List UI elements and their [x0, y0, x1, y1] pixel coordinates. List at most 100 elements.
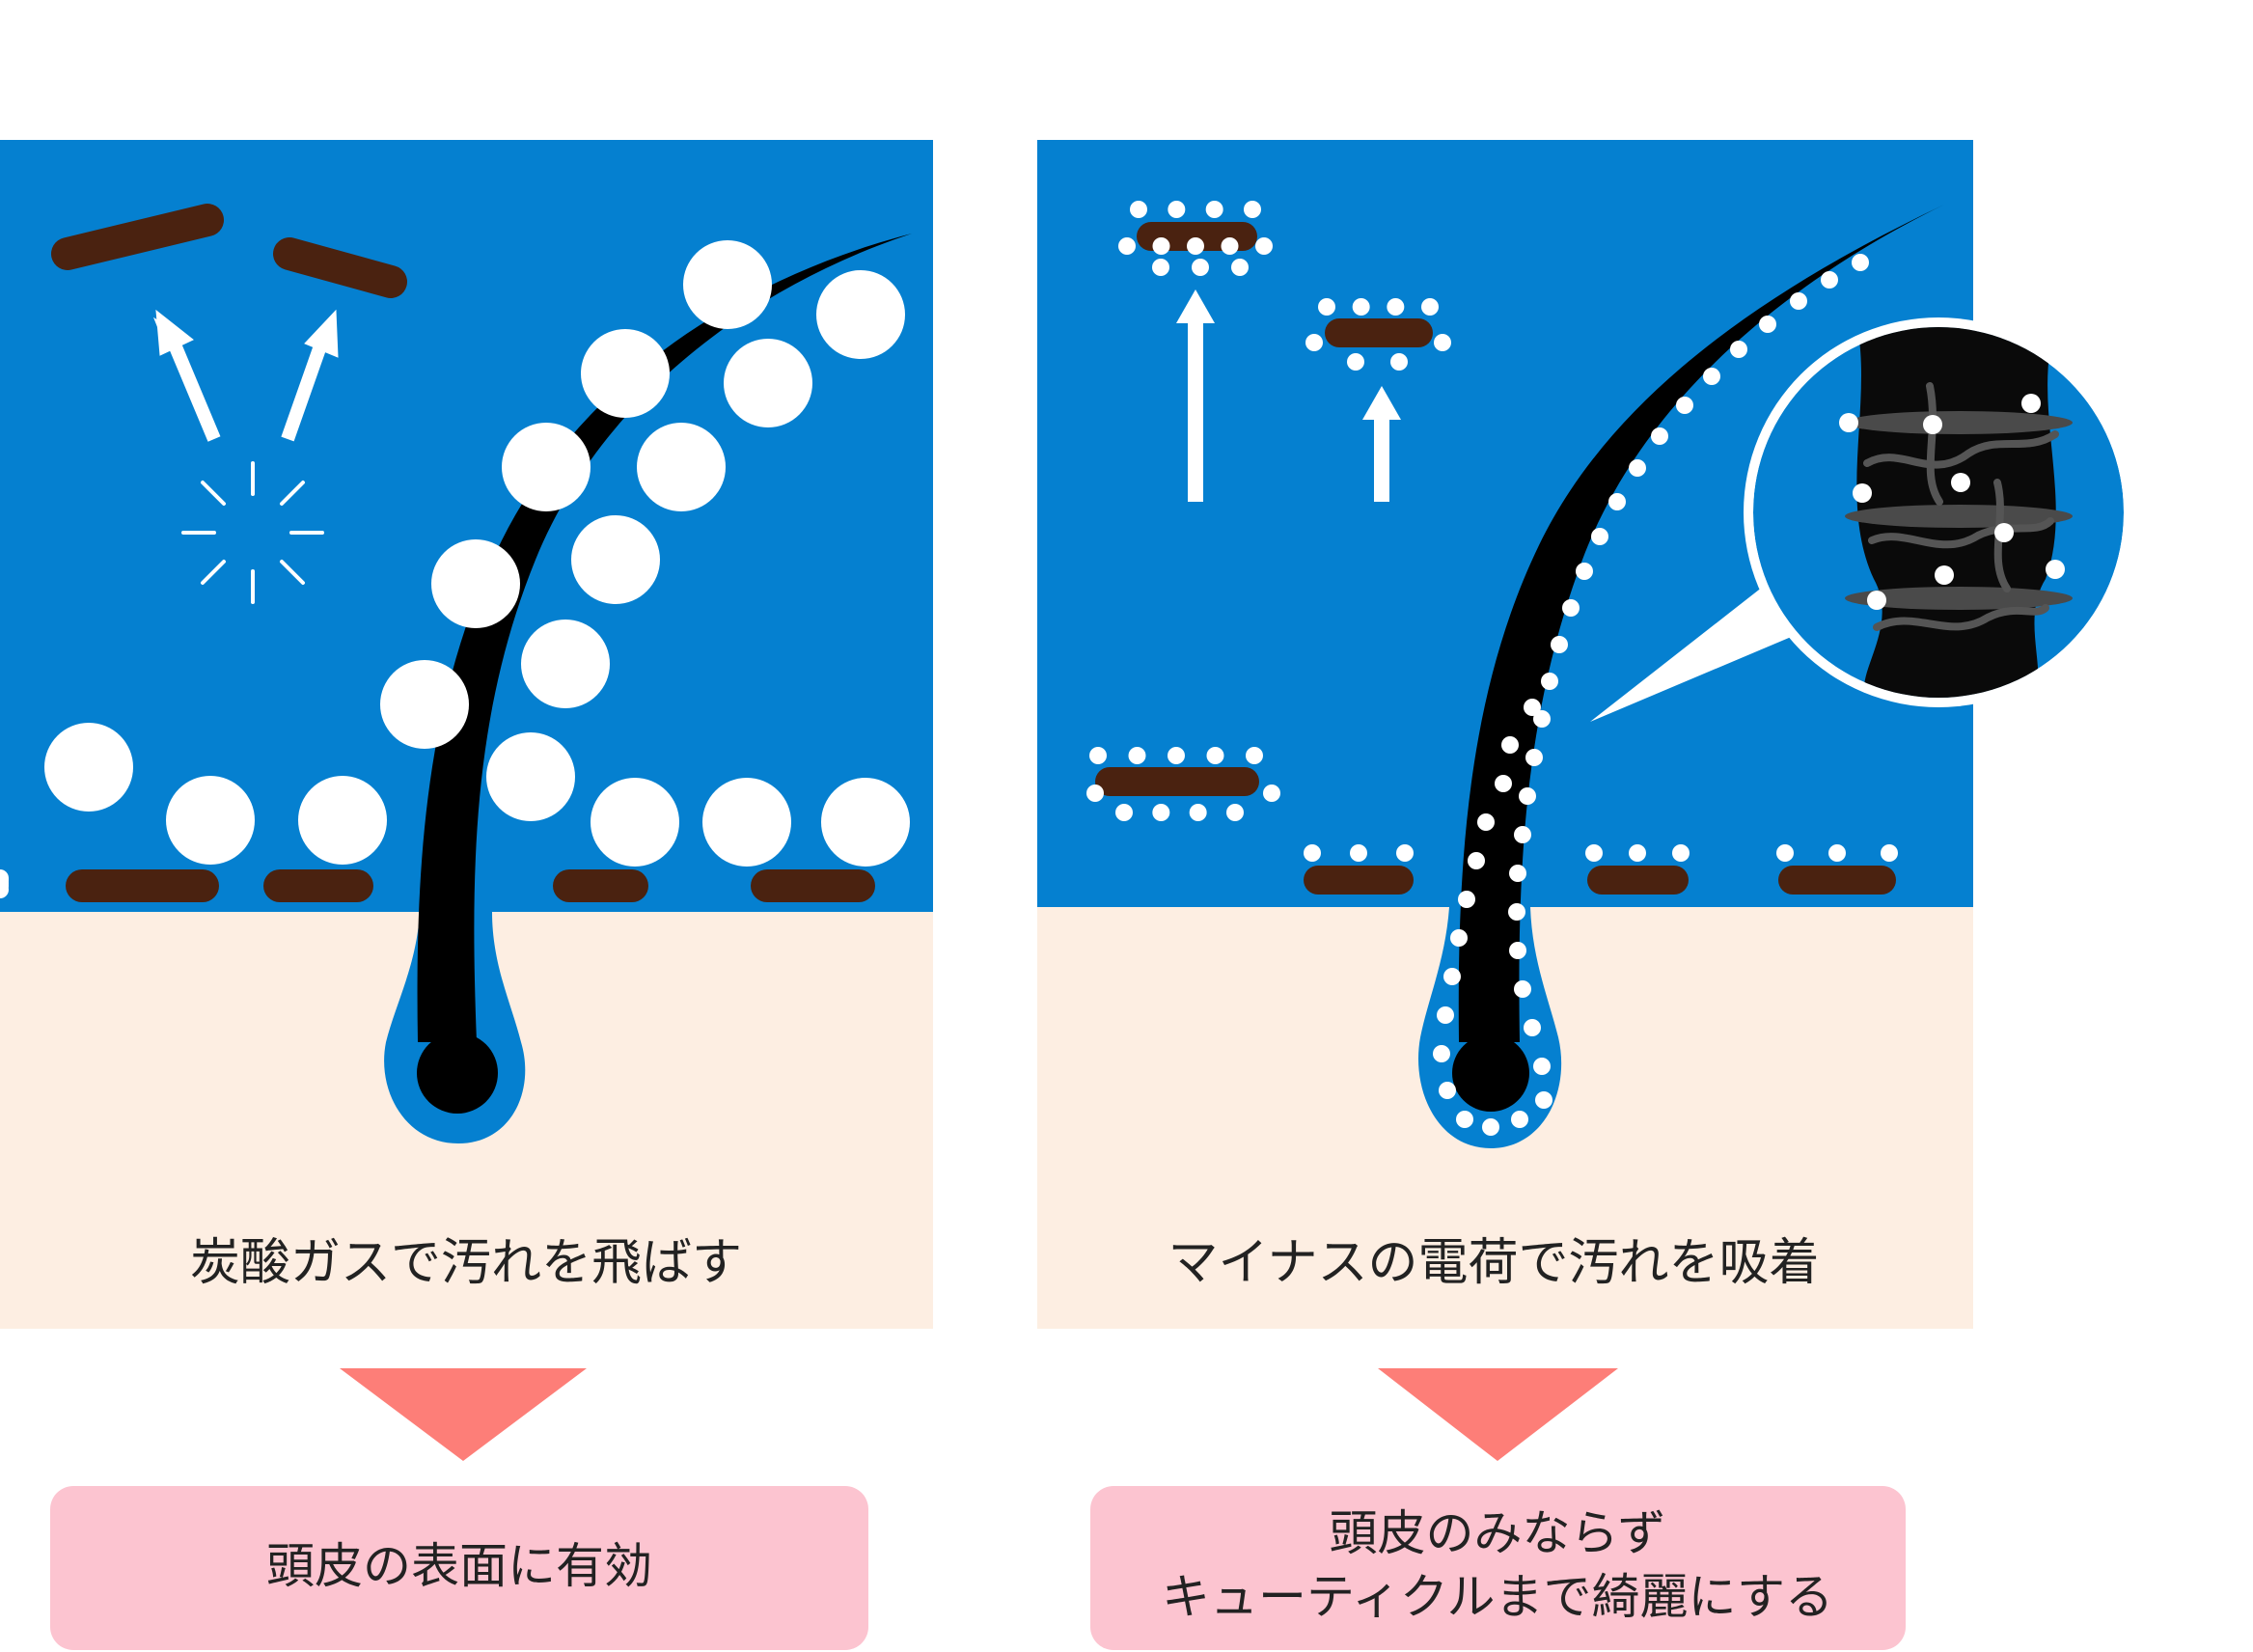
co2-bubbles: [44, 240, 910, 867]
charge-dot: [1255, 237, 1273, 255]
charge-dot: [1672, 844, 1690, 862]
charge-dot: [1152, 804, 1170, 821]
charge-dot: [1533, 710, 1551, 728]
bubble: [521, 620, 610, 708]
left-hair-bulb: [417, 1032, 498, 1114]
left-pointer-triangle: [340, 1368, 587, 1461]
bubble: [166, 776, 255, 865]
charge-dot: [1730, 341, 1747, 358]
charge-dot: [1514, 826, 1531, 843]
bubble: [571, 515, 660, 604]
right-hair: [1458, 205, 1944, 1042]
arrow-up-icon: [1362, 386, 1401, 502]
charge-dot: [1703, 368, 1720, 385]
charge-dot: [1304, 844, 1321, 862]
charge-dot: [1759, 316, 1776, 333]
left-panel: 炭酸ガスで汚れを飛ばす: [0, 140, 933, 1329]
charge-dot: [1221, 237, 1239, 255]
left-result-box: 頭皮の表面に有効: [50, 1486, 868, 1650]
charge-dot: [1477, 813, 1495, 831]
charge-dot: [1089, 747, 1107, 764]
charge-dot: [1562, 599, 1580, 617]
charge-dot: [1434, 334, 1451, 351]
burst-icon: [181, 461, 324, 604]
charge-dot: [1482, 1118, 1499, 1136]
bubble: [431, 539, 520, 628]
charge-dot: [1458, 891, 1475, 908]
charge-dot: [1350, 844, 1367, 862]
charge-dot: [1318, 298, 1335, 316]
charge-dot: [1115, 804, 1133, 821]
arrow-up-icon: [281, 309, 339, 442]
bubble: [486, 732, 575, 821]
bubble: [702, 778, 791, 867]
charge-dot: [1525, 749, 1543, 766]
charge-dot: [1244, 201, 1261, 218]
dirt-particles: [1095, 222, 1896, 895]
charge-dot: [1519, 787, 1536, 805]
bubble: [816, 270, 905, 359]
charge-dot: [1118, 237, 1136, 255]
charge-dot: [1501, 736, 1519, 754]
right-panel: マイナスの電荷で汚れを吸着: [0, 140, 2133, 1329]
negative-charge-dots: [0, 201, 1898, 1136]
charge-dot: [1130, 201, 1147, 218]
charge-dot: [1347, 353, 1364, 371]
right-hair-bulb: [1452, 1034, 1529, 1112]
arrow-up-icon: [152, 309, 221, 442]
charge-dot: [1468, 852, 1485, 869]
charge-dot: [1524, 699, 1541, 716]
charge-dot: [1535, 1091, 1552, 1109]
charge-dot: [1629, 844, 1646, 862]
left-hair: [417, 234, 912, 1042]
charge-dot: [1790, 292, 1807, 310]
charge-dot: [1676, 397, 1693, 414]
charge-dot: [1509, 942, 1526, 959]
charge-dot: [1206, 747, 1224, 764]
charge-dot: [1591, 528, 1608, 545]
charge-dot: [1152, 259, 1169, 276]
bubble: [581, 329, 670, 418]
charge-dot: [1231, 259, 1249, 276]
charge-dot: [1585, 844, 1603, 862]
charge-dot: [1511, 1111, 1528, 1128]
charge-dot: [1608, 493, 1626, 510]
charge-dot: [1852, 254, 1869, 271]
charge-dot: [1387, 298, 1405, 316]
charge-dot: [1152, 237, 1170, 255]
bubble: [821, 778, 910, 867]
charge-dot: [1541, 673, 1558, 690]
charge-dot: [1305, 334, 1323, 351]
charge-dot: [1192, 259, 1209, 276]
bubble: [502, 423, 591, 511]
right-result-line1: 頭皮のみならず: [1330, 1505, 1666, 1561]
charge-dot: [1533, 1058, 1551, 1075]
charge-dot: [1508, 903, 1525, 921]
charge-dot: [0, 869, 9, 887]
bubble: [637, 423, 726, 511]
charge-dot: [1828, 844, 1846, 862]
bubble: [380, 660, 469, 749]
dirt-flying: [51, 204, 224, 270]
charge-dot: [1551, 636, 1568, 653]
right-result-box: 頭皮のみならず キューティクルまで綺麗にする: [1090, 1486, 1906, 1650]
bubble: [591, 778, 679, 867]
charge-dot: [1821, 271, 1838, 289]
bubble: [724, 339, 812, 427]
charge-dot: [1128, 747, 1146, 764]
charge-dot: [1421, 298, 1439, 316]
charge-dot: [1651, 427, 1668, 445]
charge-dot: [1514, 980, 1531, 998]
charge-dot: [1396, 844, 1414, 862]
charge-dot: [1086, 785, 1104, 802]
charge-dot: [1168, 747, 1185, 764]
cuticle-zoom: [1744, 317, 2133, 707]
charge-dot: [1881, 844, 1898, 862]
zoom-callout-tail: [1590, 569, 1814, 722]
charge-dot: [1576, 563, 1593, 580]
charge-dot: [1456, 1111, 1473, 1128]
charge-dot: [1189, 804, 1207, 821]
charge-dot: [1439, 1082, 1456, 1099]
charge-dot: [1443, 968, 1461, 985]
